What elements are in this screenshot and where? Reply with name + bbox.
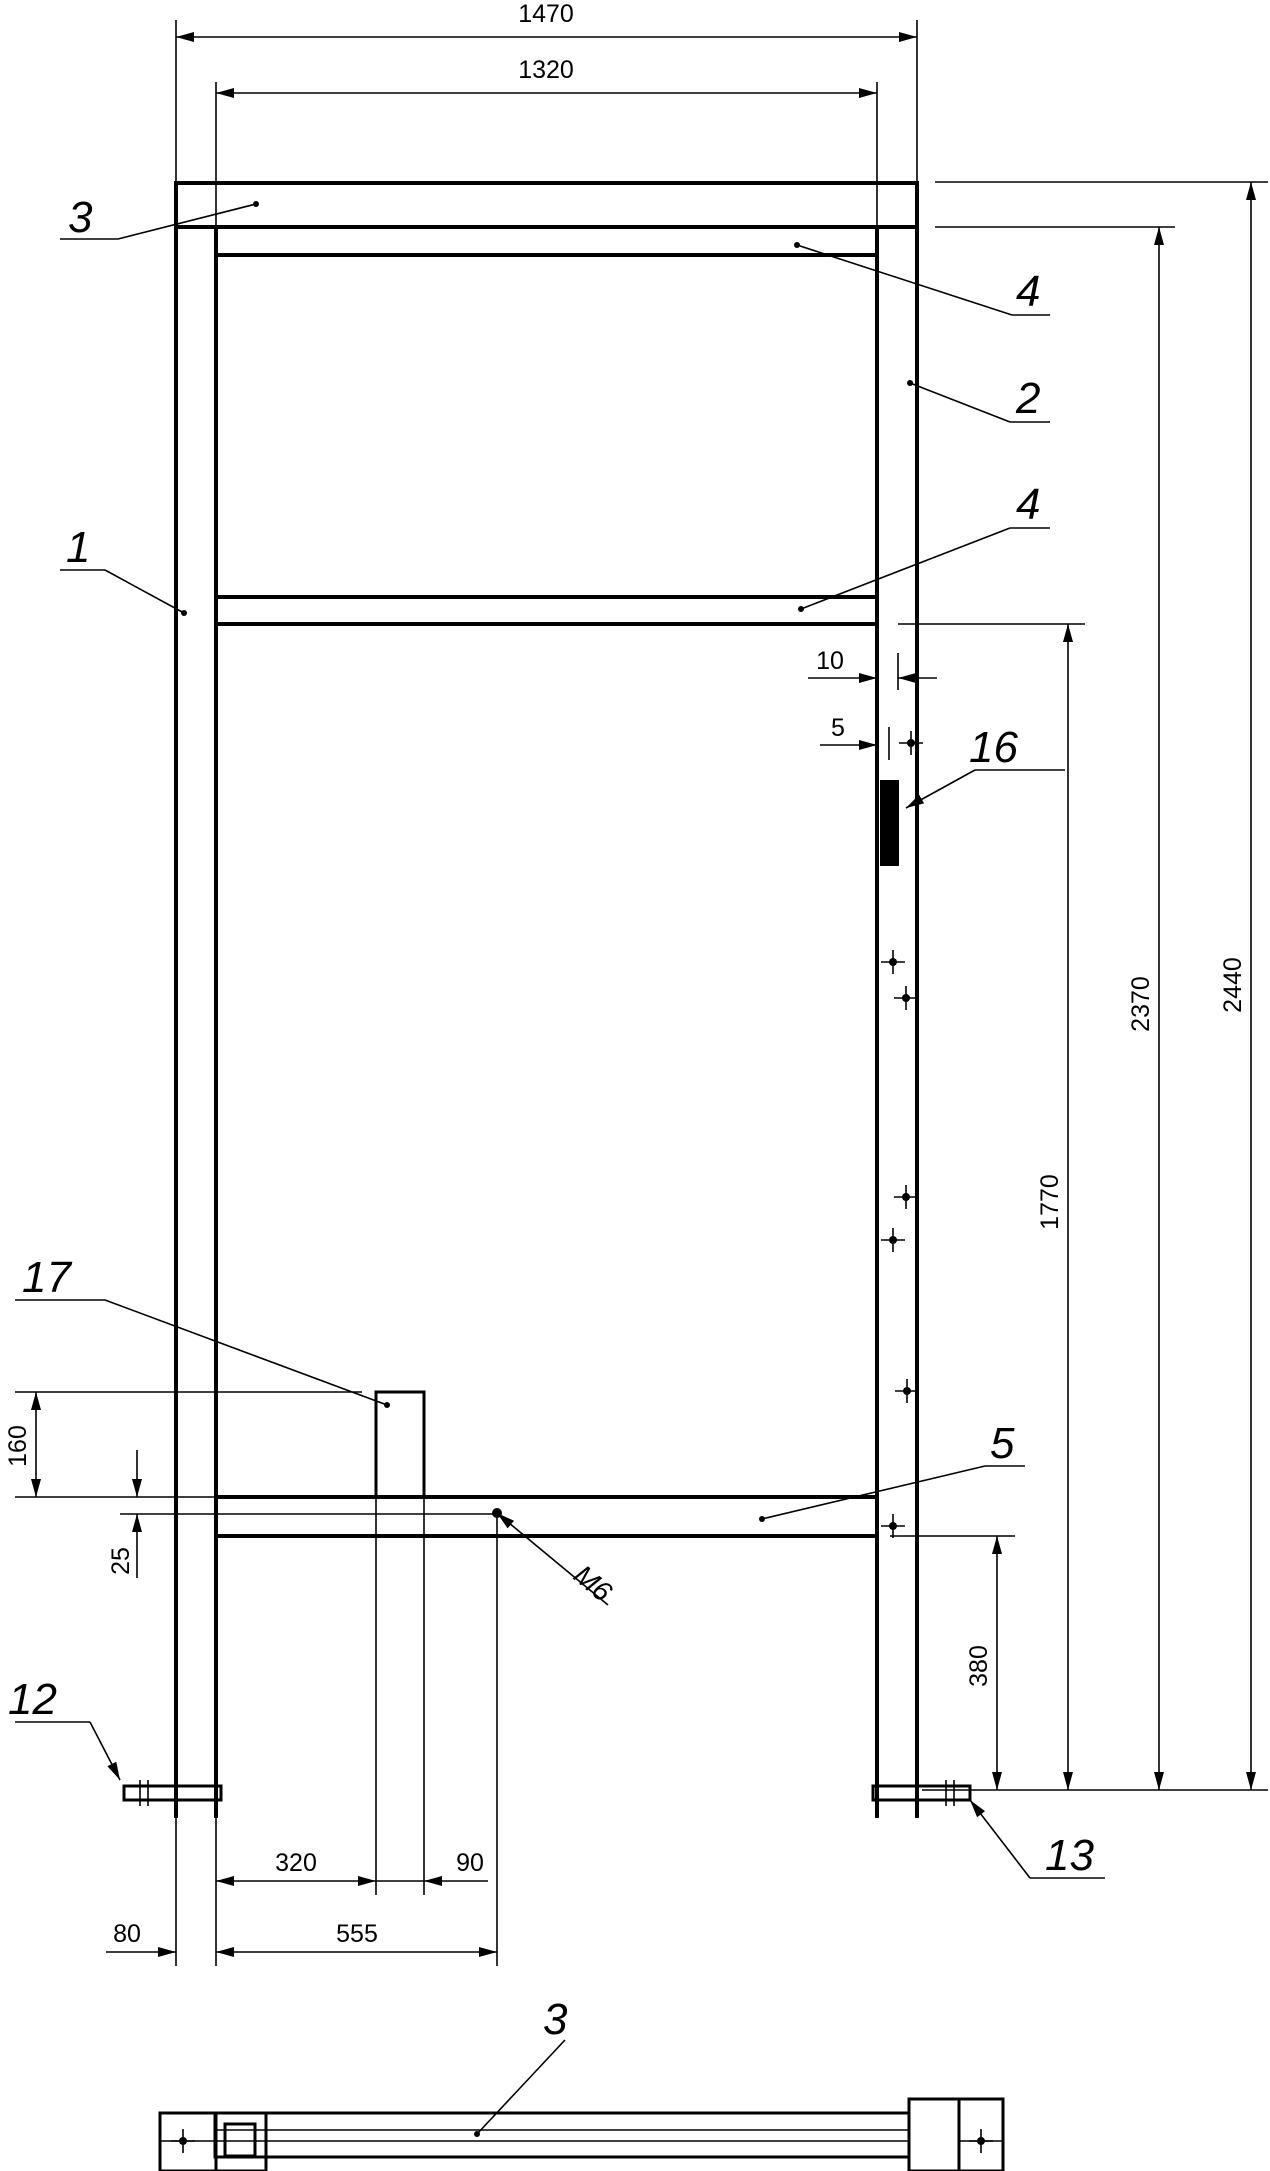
dim-5: 5 [831,714,845,742]
left-foot-plate [122,1784,223,1802]
dim-1770: 1770 [1036,1174,1064,1230]
frame [122,181,972,1818]
dim-2370: 2370 [1127,976,1155,1032]
part-17-block [374,1390,426,1499]
dim-2440: 2440 [1219,957,1247,1013]
callout-12: 12 [8,1675,57,1724]
top-beam [174,181,919,229]
dimension-lines [15,20,1268,1966]
thread-label-m6: M6 [568,1559,618,1608]
callout-labels: 3 4 2 4 1 16 17 5 12 13 3 M6 [8,193,1094,2044]
callout-17: 17 [22,1253,72,1302]
callout-3-top: 3 [68,193,93,242]
dim-25: 25 [107,1547,135,1575]
leader-dots [181,201,913,2137]
callout-2: 2 [1015,374,1040,423]
callout-16: 16 [969,723,1018,772]
dim-320: 320 [275,1849,317,1877]
callout-13: 13 [1045,1831,1094,1880]
callout-3-bottom: 3 [543,1995,568,2044]
dim-380: 380 [965,1645,993,1687]
part-16-plate [880,780,899,866]
callout-4-top: 4 [1016,267,1040,316]
dim-10: 10 [816,647,844,675]
dimension-labels: 1470 1320 10 5 2440 2370 1770 380 160 25… [4,0,1247,1948]
dim-555: 555 [336,1920,378,1948]
callout-1: 1 [66,523,90,572]
dim-90: 90 [456,1849,484,1877]
dim-80: 80 [113,1920,141,1948]
top-view [158,2097,1005,2171]
callout-5: 5 [990,1419,1015,1468]
leader-lines [15,203,1105,2135]
dim-160: 160 [4,1425,32,1467]
dim-overall-width: 1470 [518,0,574,28]
callout-4-mid: 4 [1016,480,1040,529]
right-foot-plate [871,1784,972,1802]
dim-inner-width: 1320 [518,56,574,84]
